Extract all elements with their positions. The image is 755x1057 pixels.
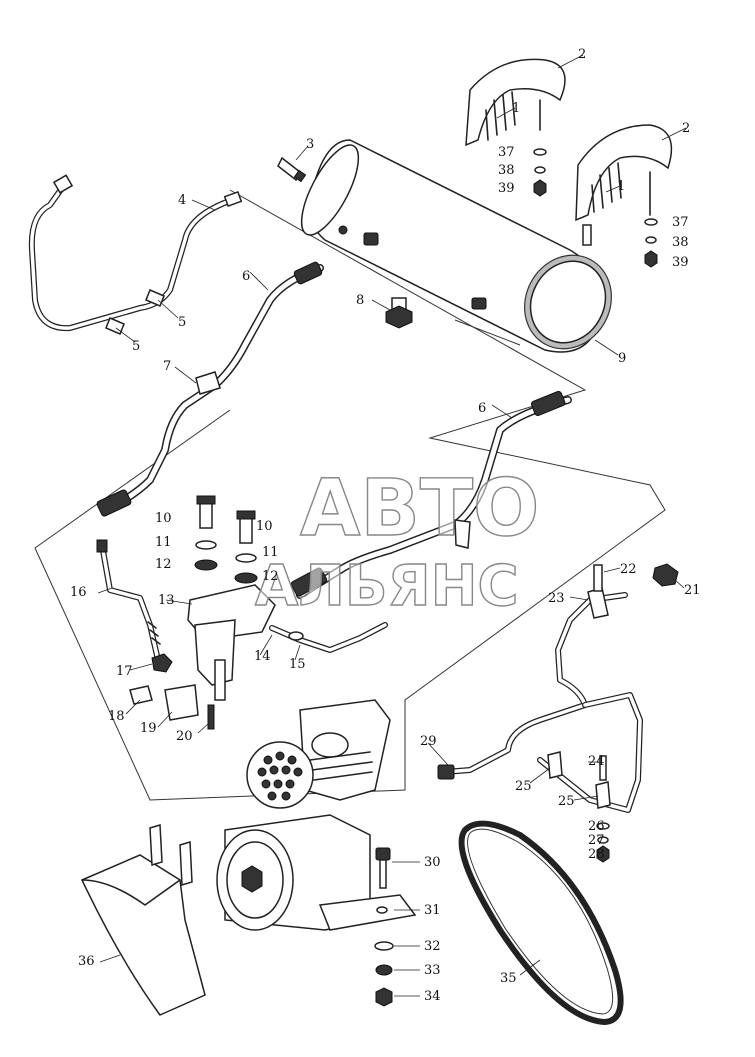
callout-c16: 16 [70, 585, 87, 600]
strap-fasteners-front [533, 148, 547, 197]
callout-c4: 4 [178, 193, 186, 208]
callout-c39a: 39 [498, 181, 515, 196]
callout-c12a: 12 [155, 557, 172, 572]
tank-strap-rear [575, 124, 673, 246]
callout-c11a: 11 [155, 535, 172, 550]
callout-c1a: 1 [512, 101, 520, 116]
callout-c1b: 1 [617, 179, 625, 194]
frame-lines [34, 189, 666, 801]
callout-c37b: 37 [672, 215, 689, 230]
callout-c35: 35 [500, 971, 517, 986]
callout-c6b: 6 [478, 401, 486, 416]
callout-c25a: 25 [515, 779, 532, 794]
watermark-line-2: АЛЬЯНС [255, 554, 519, 619]
tank-strap-front [465, 58, 566, 147]
flex-hose-right [290, 390, 572, 599]
callout-c39b: 39 [672, 255, 689, 270]
leader-lines [97, 54, 687, 997]
callout-c33: 33 [424, 963, 441, 978]
callout-c5b: 5 [132, 339, 140, 354]
callout-c38a: 38 [498, 163, 515, 178]
air-compressor [216, 699, 417, 931]
drive-belt [458, 820, 624, 1026]
callout-c13: 13 [158, 593, 175, 608]
callout-c20: 20 [176, 729, 193, 744]
pipe-14-15 [269, 622, 388, 653]
callout-c25b: 25 [558, 794, 575, 809]
callout-c8: 8 [356, 293, 364, 308]
callout-c7: 7 [163, 359, 171, 374]
drain-valve [385, 297, 413, 329]
watermark: АВТО АЛЬЯНС [254, 463, 540, 619]
callout-c29: 29 [420, 734, 437, 749]
air-receiver-tank [300, 139, 612, 353]
callout-c5a: 5 [178, 315, 186, 330]
belt-guard [80, 824, 206, 1016]
callout-c11b: 11 [262, 545, 279, 560]
unloader-valve-assembly [187, 495, 276, 701]
callout-c36: 36 [78, 954, 95, 969]
compressor-head-holes [257, 751, 303, 801]
callout-c34: 34 [424, 989, 441, 1004]
callout-c10a: 10 [155, 511, 172, 526]
strap-fasteners-rear [644, 218, 658, 268]
callout-c10b: 10 [256, 519, 273, 534]
callout-c27: 27 [588, 833, 605, 848]
callout-labels: 1212337383937383945566789101011111212131… [70, 47, 701, 1004]
callout-c24: 24 [588, 754, 605, 769]
callout-c30: 30 [424, 855, 441, 870]
compressor-fasteners [374, 847, 394, 1007]
flex-hose-left [96, 261, 324, 517]
tank-plug [277, 156, 307, 183]
callout-c21: 21 [684, 583, 701, 598]
callout-c22: 22 [620, 562, 637, 577]
callout-c9: 9 [618, 351, 626, 366]
callout-c18: 18 [108, 709, 125, 724]
callout-c2a: 2 [578, 47, 586, 62]
callout-c37a: 37 [498, 145, 515, 160]
discharge-pipe-right [437, 563, 679, 863]
callout-c14: 14 [254, 649, 271, 664]
callout-c23: 23 [548, 591, 565, 606]
pipe-assembly-4 [28, 174, 243, 335]
callout-c6a: 6 [242, 269, 250, 284]
watermark-line-1: АВТО [300, 464, 539, 554]
callout-c38b: 38 [672, 235, 689, 250]
callout-c31: 31 [424, 903, 441, 918]
callout-c2b: 2 [682, 121, 690, 136]
callout-c12b: 12 [262, 569, 279, 584]
callout-c17: 17 [116, 664, 133, 679]
callout-c32: 32 [424, 939, 441, 954]
callout-c3: 3 [306, 137, 314, 152]
callout-c28: 28 [588, 847, 605, 862]
callout-c19: 19 [140, 721, 157, 736]
pipe-16-fittings [96, 539, 215, 730]
callout-c15: 15 [289, 657, 306, 672]
callout-c26: 26 [588, 819, 605, 834]
